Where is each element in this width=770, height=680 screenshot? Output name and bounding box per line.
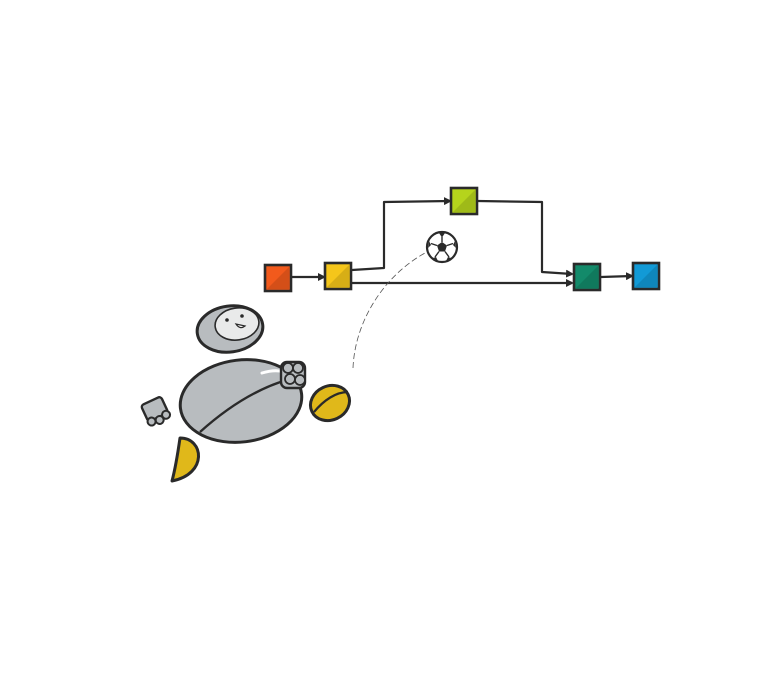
node-teal-box bbox=[572, 262, 602, 292]
node-blue-shade bbox=[635, 265, 657, 287]
node-lime-shade bbox=[453, 190, 475, 212]
player-kicking-shoe bbox=[309, 383, 351, 423]
node-teal-shade bbox=[576, 266, 598, 288]
nodes-layer bbox=[263, 186, 661, 293]
edge-n2-n3 bbox=[351, 197, 452, 272]
player-back-hand bbox=[140, 396, 172, 427]
node-orange bbox=[263, 263, 293, 293]
node-lime bbox=[449, 186, 479, 216]
edges-layer bbox=[292, 197, 634, 287]
node-orange-shade bbox=[267, 267, 289, 289]
node-yellow-box bbox=[323, 261, 353, 291]
edge-n3-n4 bbox=[477, 199, 574, 278]
node-blue-box bbox=[631, 261, 661, 291]
node-blue bbox=[631, 261, 661, 291]
node-yellow bbox=[323, 261, 353, 291]
node-teal bbox=[572, 262, 602, 292]
node-yellow-shade bbox=[327, 265, 349, 287]
player-head bbox=[195, 304, 265, 354]
player-character bbox=[140, 304, 351, 483]
edge-n4-n5 bbox=[600, 272, 634, 281]
node-lime-box bbox=[449, 186, 479, 216]
node-orange-box bbox=[263, 263, 293, 293]
player-front-hand bbox=[279, 360, 307, 390]
soccer-ball-icon bbox=[425, 230, 459, 264]
player-back-shoe bbox=[170, 436, 200, 483]
